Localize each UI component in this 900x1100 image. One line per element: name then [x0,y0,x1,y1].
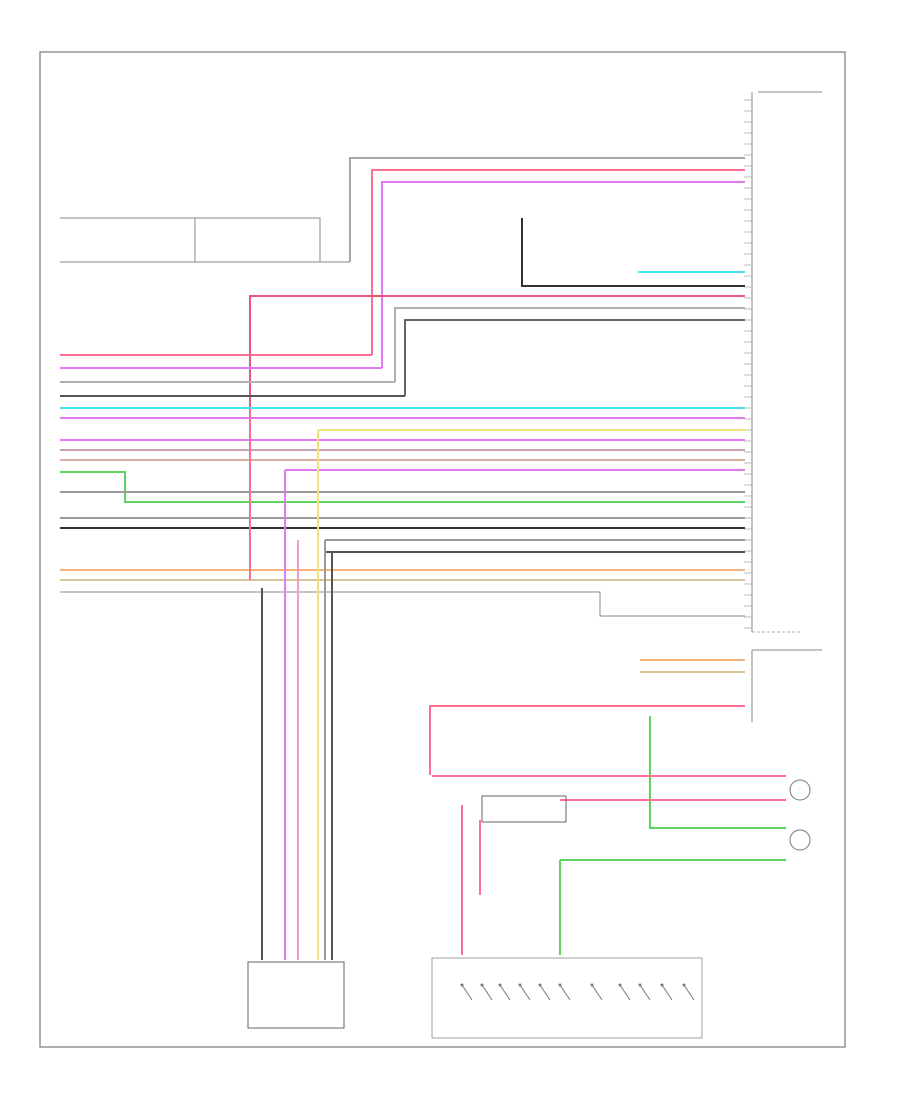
wire-purple-top [381,181,745,368]
switch-contact [539,984,551,1001]
wire-grey-top [349,157,745,262]
switch-contact [591,984,603,1001]
wire-darkgrey-2 [404,319,745,396]
switch-terminal [638,983,642,987]
wire-pink-2 [249,295,745,410]
switch-terminal [480,983,484,987]
wire-green-lower [649,716,786,829]
wire-pink-top [371,169,745,355]
wire-input-1 [60,217,321,262]
switch-terminal [558,983,562,987]
switch-terminal [538,983,542,987]
switch-contact [461,984,473,1001]
switch-terminal [618,983,622,987]
switch-contact [481,984,493,1001]
switch-contact [499,984,511,1001]
audio-jack-wires [249,410,333,960]
wire-grey-2 [394,307,745,382]
switch-terminal [660,983,664,987]
wire-harness [60,157,745,617]
wire-pink-lower [429,705,745,775]
wire-green [60,471,745,503]
switch-terminal [518,983,522,987]
wire-black-top [521,218,745,287]
steering-switch-array [460,983,695,1001]
switch-contact [683,984,695,1001]
switch-contact [639,984,651,1001]
diagram-frame [39,51,846,1048]
switch-terminal [498,983,502,987]
amplifier-connector [751,649,822,722]
switch-terminal [682,983,686,987]
switch-terminal [590,983,594,987]
connector-pins [744,99,752,629]
switch-contact [661,984,673,1001]
switch-contact [519,984,531,1001]
switch-contact [619,984,631,1001]
switch-terminal [460,983,464,987]
audio-jack-box [247,961,345,1029]
wire-grey-6 [60,591,745,617]
steering-controls [429,659,811,1039]
wire-green-switch [559,859,786,955]
audio-module-connector [744,91,822,633]
switch-contact [559,984,571,1001]
